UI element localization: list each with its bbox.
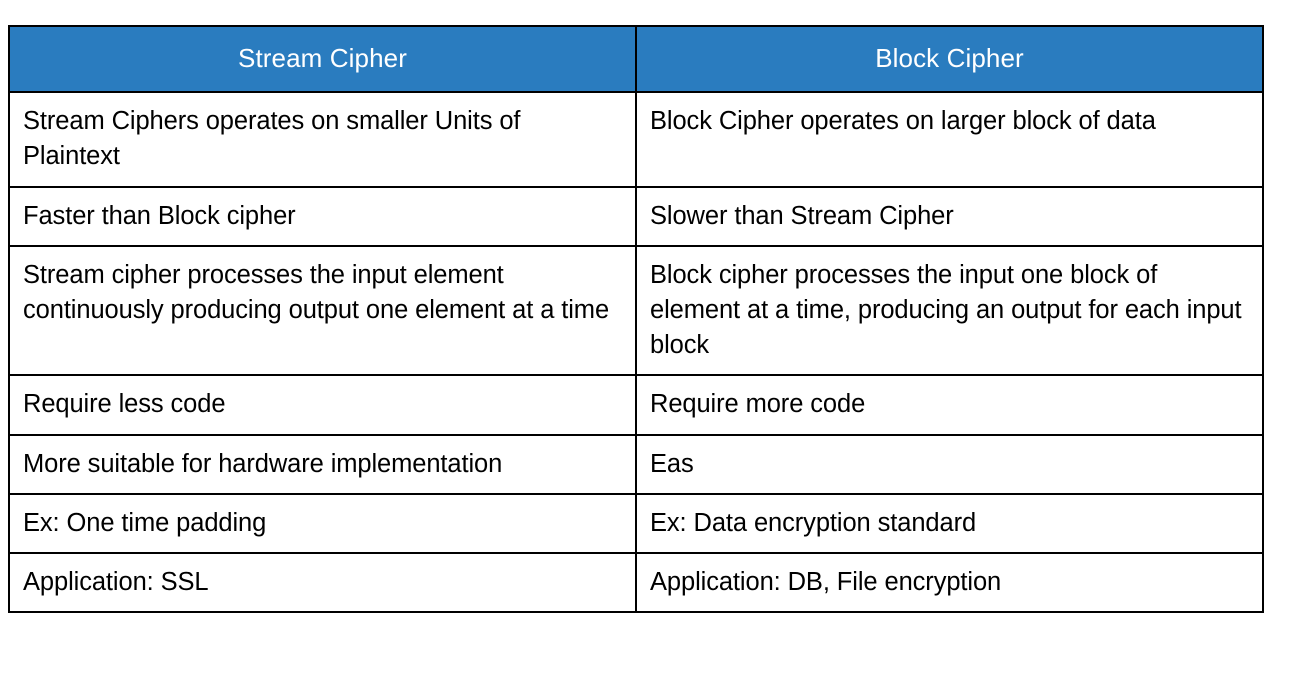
cell-stream-cipher: Stream cipher processes the input elemen… [8, 244, 637, 377]
cell-text: More suitable for hardware implementatio… [23, 449, 503, 478]
cell-text: Block cipher processes the input one blo… [650, 260, 1242, 360]
table-row: Stream cipher processes the input elemen… [8, 244, 1264, 377]
table-header: Stream Cipher Block Cipher [8, 24, 1264, 94]
header-row: Stream Cipher Block Cipher [8, 24, 1264, 94]
cell-stream-cipher: Application: SSL [8, 551, 637, 614]
cell-text: Require less code [23, 390, 226, 419]
cell-stream-cipher: Require less code [8, 374, 637, 436]
column-header-block-cipher: Block Cipher [635, 24, 1264, 94]
column-header-stream-cipher: Stream Cipher [8, 24, 637, 94]
table-row: Faster than Block cipher Slower than Str… [8, 185, 1264, 247]
cell-text: Require more code [650, 390, 866, 419]
cipher-comparison-table: Stream Cipher Block Cipher Stream Cipher… [8, 24, 1264, 614]
cell-text: Application: DB, File encryption [650, 567, 1002, 596]
cell-block-cipher: Ex: Data encryption standard [635, 492, 1264, 554]
cell-block-cipher: Slower than Stream Cipher [635, 185, 1264, 247]
table-row: More suitable for hardware implementatio… [8, 433, 1264, 495]
table-body: Stream Ciphers operates on smaller Units… [8, 91, 1264, 614]
cell-stream-cipher: Stream Ciphers operates on smaller Units… [8, 91, 637, 188]
cell-text: Faster than Block cipher [23, 201, 296, 230]
cell-block-cipher: Block Cipher operates on larger block of… [635, 91, 1264, 188]
cell-text: Slower than Stream Cipher [650, 201, 954, 230]
cell-block-cipher: Application: DB, File encryption [635, 551, 1264, 614]
cell-stream-cipher: More suitable for hardware implementatio… [8, 433, 637, 495]
cell-stream-cipher: Ex: One time padding [8, 492, 637, 554]
cell-text: Application: SSL [23, 567, 209, 596]
cell-stream-cipher: Faster than Block cipher [8, 185, 637, 247]
cell-text: Eas [650, 449, 694, 478]
table-row: Require less code Require more code [8, 374, 1264, 436]
cell-block-cipher: Eas [635, 433, 1264, 495]
cell-text: Stream Ciphers operates on smaller Units… [23, 107, 521, 171]
cell-block-cipher: Require more code [635, 374, 1264, 436]
cell-text: Stream cipher processes the input elemen… [23, 260, 610, 324]
cell-text: Block Cipher operates on larger block of… [650, 107, 1156, 136]
cell-block-cipher: Block cipher processes the input one blo… [635, 244, 1264, 377]
cell-text: Ex: One time padding [23, 508, 267, 537]
cell-text: Ex: Data encryption standard [650, 508, 977, 537]
table-row: Stream Ciphers operates on smaller Units… [8, 91, 1264, 188]
table-row: Application: SSL Application: DB, File e… [8, 551, 1264, 614]
table-row: Ex: One time padding Ex: Data encryption… [8, 492, 1264, 554]
